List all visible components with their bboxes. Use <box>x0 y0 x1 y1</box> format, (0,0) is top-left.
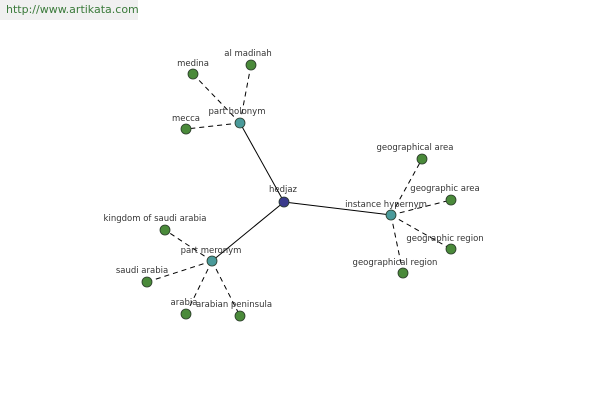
leaf-label-geographical-area: geographical area <box>377 143 454 153</box>
relation-label-instance-hypernym: instance hypernym <box>345 200 427 210</box>
leaf-node-geographic-area[interactable] <box>445 194 457 206</box>
graph-edges <box>146 64 452 317</box>
root-label: hedjaz <box>269 185 298 195</box>
leaf-label-al-madinah: al madinah <box>224 49 272 59</box>
relation-node-instance-hypernym[interactable] <box>385 209 397 221</box>
leaf-node-mecca[interactable] <box>180 123 192 135</box>
site-watermark: http://www.artikata.com <box>0 0 139 20</box>
leaf-label-geographical-region: geographical region <box>353 258 438 268</box>
edge-part-holonym-medina <box>192 73 241 124</box>
edge-hedjaz-part-meronym <box>211 201 285 262</box>
relation-label-part-holonym: part holonym <box>209 107 266 117</box>
edge-part-meronym-kingdom-of-saudi-arabia <box>164 229 213 262</box>
edge-instance-hypernym-geographical-area <box>390 158 423 216</box>
edge-part-meronym-arabia <box>185 260 213 315</box>
edge-hedjaz-part-holonym <box>239 122 285 203</box>
relation-node-part-holonym[interactable] <box>234 117 246 129</box>
graph-nodes <box>141 59 457 322</box>
leaf-node-arabia[interactable] <box>180 308 192 320</box>
leaf-node-arabian-peninsula[interactable] <box>234 310 246 322</box>
leaf-node-medina[interactable] <box>187 68 199 80</box>
edge-instance-hypernym-geographic-area <box>390 199 452 216</box>
leaf-label-geographic-area: geographic area <box>410 184 479 194</box>
edge-hedjaz-instance-hypernym <box>283 201 392 216</box>
edge-instance-hypernym-geographic-region <box>390 214 452 250</box>
relation-node-part-meronym[interactable] <box>206 255 218 267</box>
leaf-label-mecca: mecca <box>172 114 200 124</box>
leaf-node-geographic-region[interactable] <box>445 243 457 255</box>
root-node-hedjaz[interactable] <box>278 196 290 208</box>
leaf-label-arabia: arabia <box>171 298 198 308</box>
edge-instance-hypernym-geographical-region <box>390 214 404 274</box>
leaf-node-geographical-area[interactable] <box>416 153 428 165</box>
leaf-label-kingdom-of-saudi-arabia: kingdom of saudi arabia <box>104 214 207 224</box>
edge-part-meronym-arabian-peninsula <box>211 260 241 317</box>
leaf-node-al-madinah[interactable] <box>245 59 257 71</box>
edge-part-meronym-saudi-arabia <box>146 260 213 283</box>
graph-labels: hedjaz part holonym instance hypernym part … <box>104 49 484 310</box>
leaf-node-saudi-arabia[interactable] <box>141 276 153 288</box>
leaf-node-geographical-region[interactable] <box>397 267 409 279</box>
leaf-label-saudi-arabia: saudi arabia <box>116 266 168 276</box>
edge-part-holonym-mecca <box>185 122 241 130</box>
leaf-label-arabian-peninsula: arabian peninsula <box>196 300 272 310</box>
edge-part-holonym-al-madinah <box>239 64 252 124</box>
leaf-label-medina: medina <box>177 59 209 69</box>
leaf-label-geographic-region: geographic region <box>406 234 483 244</box>
relation-label-part-meronym: part meronym <box>181 246 242 256</box>
leaf-node-kingdom-of-saudi-arabia[interactable] <box>159 224 171 236</box>
